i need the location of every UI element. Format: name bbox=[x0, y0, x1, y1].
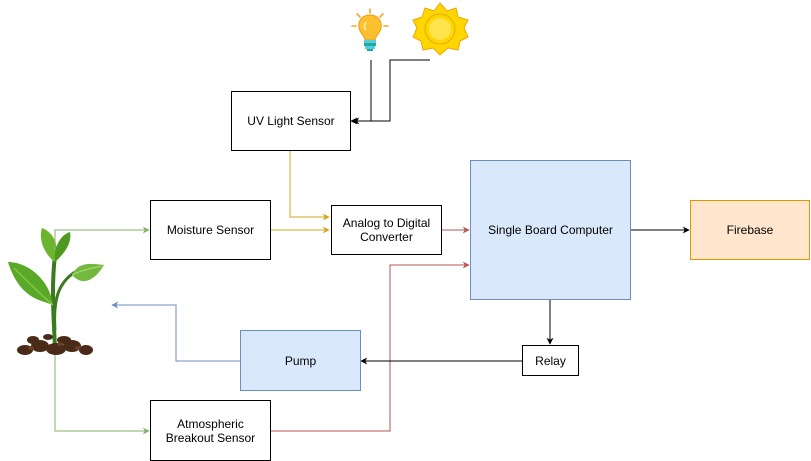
atmospheric-breakout-sensor-label: Atmospheric Breakout Sensor bbox=[165, 416, 256, 445]
connector-sun-to-uv bbox=[352, 59, 430, 125]
uv-light-sensor-box: UV Light Sensor bbox=[231, 91, 351, 151]
relay-label: Relay bbox=[535, 353, 566, 368]
atmospheric-breakout-sensor-box: Atmospheric Breakout Sensor bbox=[150, 400, 271, 461]
moisture-sensor-label: Moisture Sensor bbox=[166, 223, 255, 237]
firebase-box: Firebase bbox=[690, 200, 810, 260]
plant-icon bbox=[8, 228, 104, 355]
connector-atmo-to-sbc bbox=[271, 261, 470, 432]
adc-box: Analog to Digital Converter bbox=[331, 205, 442, 255]
connector-bulb-to-uv bbox=[350, 60, 372, 125]
light-bulb-icon bbox=[351, 8, 389, 51]
relay-box: Relay bbox=[522, 345, 579, 376]
connector-pump-to-plant bbox=[111, 301, 240, 362]
single-board-computer-label: Single Board Computer bbox=[488, 223, 613, 237]
pump-box: Pump bbox=[240, 330, 361, 391]
firebase-label: Firebase bbox=[726, 223, 774, 237]
single-board-computer-box: Single Board Computer bbox=[470, 160, 631, 300]
connector-plant-to-moisture bbox=[54, 226, 150, 250]
connector-plant-to-atmo bbox=[54, 355, 150, 435]
uv-light-sensor-label: UV Light Sensor bbox=[247, 114, 335, 128]
pump-label: Pump bbox=[284, 353, 317, 368]
connector-uv-to-adc bbox=[289, 151, 330, 221]
moisture-sensor-box: Moisture Sensor bbox=[150, 200, 271, 260]
adc-label: Analog to Digital Converter bbox=[342, 216, 431, 244]
sun-icon bbox=[412, 2, 469, 56]
